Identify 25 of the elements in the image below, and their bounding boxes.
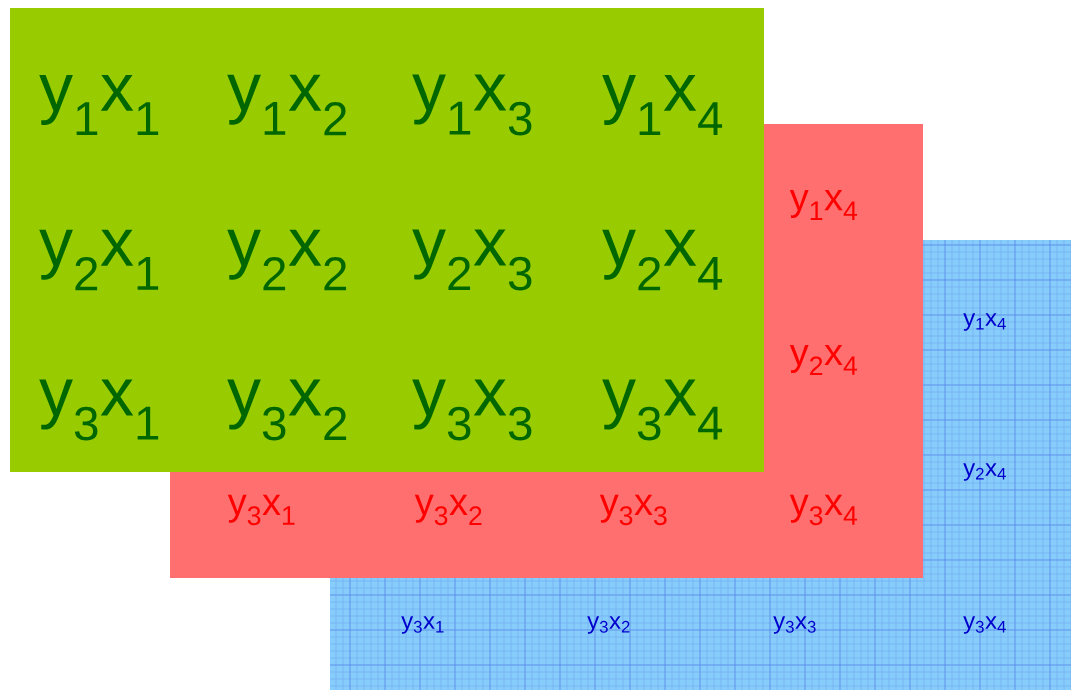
cell-label: y$_{3}$x$_{1}$	[227, 494, 295, 526]
cell-label: y$_{3}$x$_{4}$	[789, 494, 857, 526]
cell-label: y$_{3}$x$_{3}$	[412, 379, 532, 441]
cell-label: y$_{2}$x$_{1}$	[39, 229, 159, 291]
cell-label: y$_{2}$x$_{2}$	[227, 229, 347, 291]
cell-label: y$_{3}$x$_{1}$	[401, 616, 444, 634]
cell-label: y$_{3}$x$_{2}$	[587, 616, 630, 634]
cell-label: y$_{1}$x$_{4}$	[602, 74, 723, 136]
cell-label: y$_{1}$x$_{3}$	[412, 74, 532, 136]
cell-label: y$_{1}$x$_{4}$	[963, 313, 1006, 331]
cell-label: y$_{1}$x$_{4}$	[789, 190, 857, 220]
layer-rectangle	[10, 8, 764, 472]
cell-label: y$_{2}$x$_{4}$	[963, 463, 1006, 481]
cell-label: y$_{2}$x$_{4}$	[602, 229, 723, 291]
cell-label: y$_{3}$x$_{4}$	[602, 379, 723, 441]
cell-label: y$_{3}$x$_{3}$	[599, 494, 667, 526]
cell-label: y$_{1}$x$_{1}$	[39, 74, 159, 136]
cell-label: y$_{1}$x$_{2}$	[227, 74, 347, 136]
cell-label: y$_{3}$x$_{1}$	[39, 379, 159, 441]
cell-label: y$_{3}$x$_{2}$	[227, 379, 347, 441]
cell-label: y$_{3}$x$_{4}$	[963, 616, 1006, 634]
cell-label: y$_{2}$x$_{4}$	[789, 344, 857, 376]
cell-label: y$_{3}$x$_{2}$	[414, 494, 482, 526]
cell-label: y$_{2}$x$_{3}$	[412, 229, 532, 291]
cell-label: y$_{3}$x$_{3}$	[773, 616, 816, 634]
